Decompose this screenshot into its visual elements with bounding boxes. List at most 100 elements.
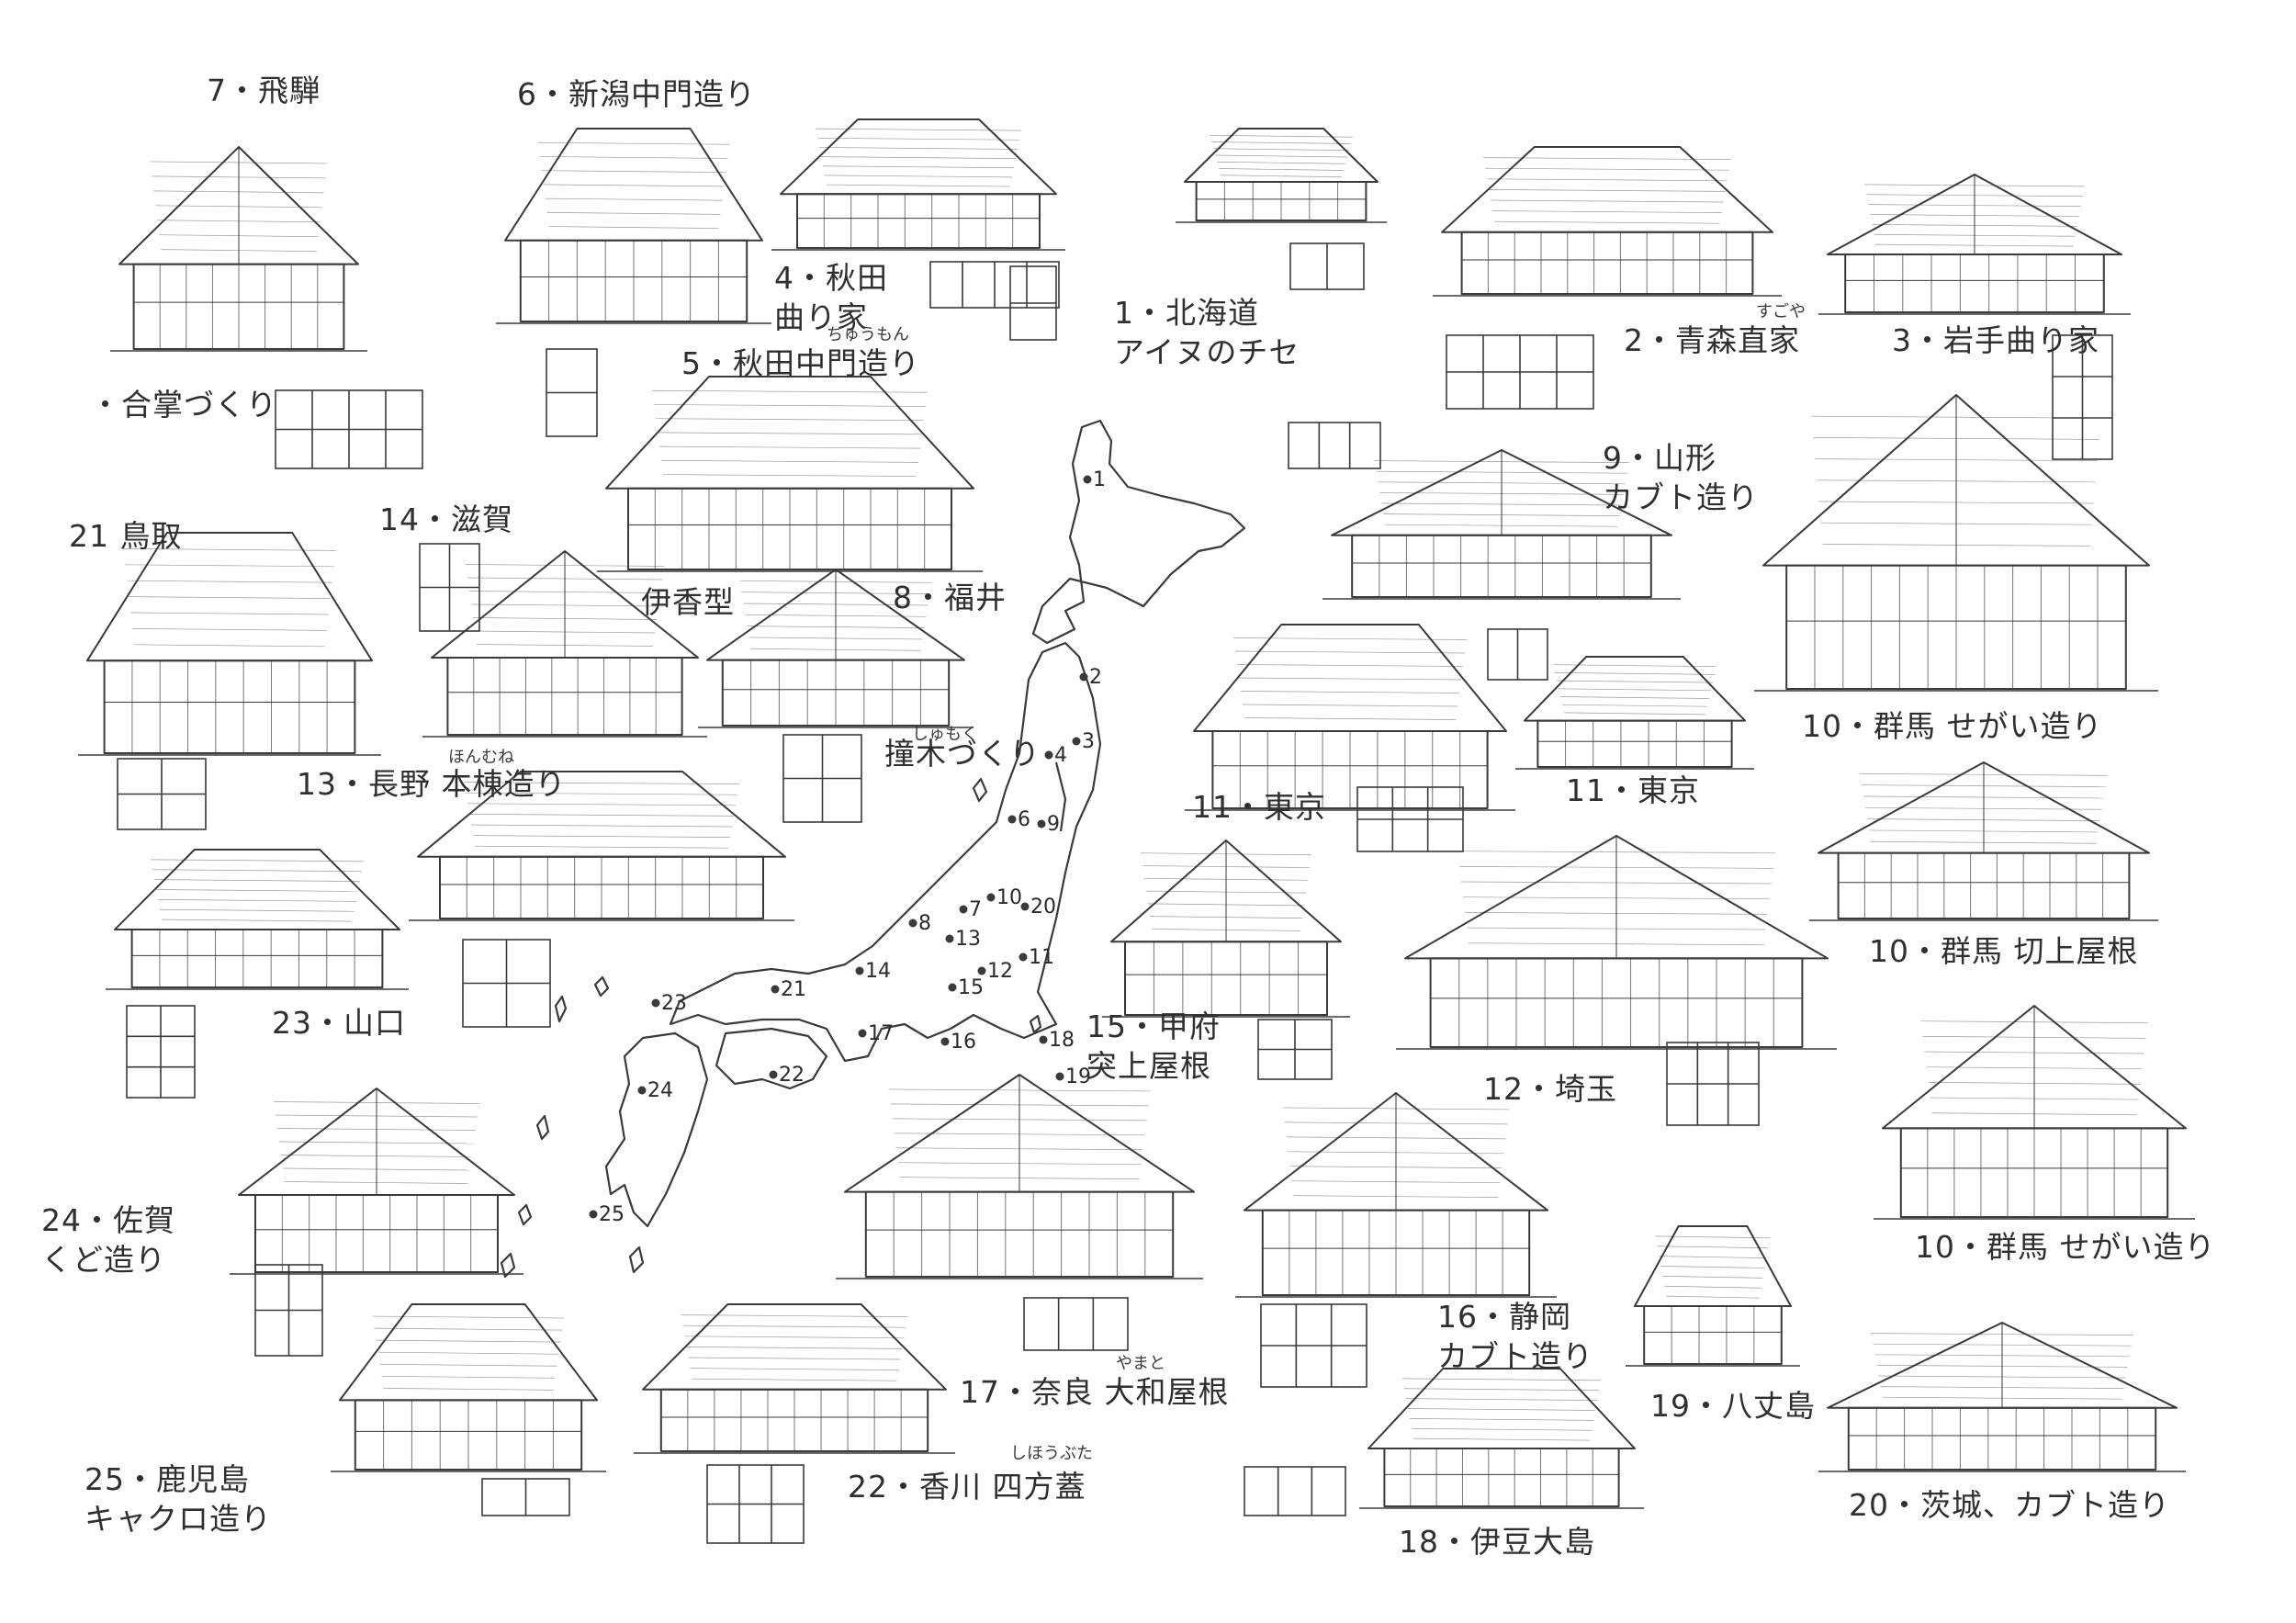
map-location-dot <box>1019 952 1028 962</box>
floor-plan <box>1666 1042 1760 1126</box>
floor-plan <box>1288 422 1381 469</box>
map-number: 10 <box>996 886 1022 909</box>
furigana: やまと <box>1116 1354 1165 1373</box>
floor-plan <box>275 389 423 469</box>
map-number: 6 <box>1018 808 1030 831</box>
label-hida: 7・飛騨 <box>207 73 321 108</box>
floor-plan <box>126 1005 196 1099</box>
label-ibaraki: 20・茨城、カブト造り <box>1849 1487 2170 1523</box>
map-number: 25 <box>599 1203 625 1226</box>
label-aomori: 2・青森直家 <box>1624 322 1800 358</box>
map-location-dot <box>589 1210 598 1219</box>
house-sketch <box>1754 394 2158 692</box>
floor-plan <box>254 1264 323 1357</box>
floor-plan <box>782 734 862 823</box>
honshu-outline <box>669 641 1102 1063</box>
house-sketch <box>1235 1092 1557 1298</box>
furigana: ほんむね <box>448 748 514 767</box>
house-sketch <box>1818 174 2131 315</box>
map-location-dot <box>948 983 957 992</box>
island-okinawa <box>628 1245 645 1274</box>
map-location-dot <box>1039 1035 1048 1044</box>
map-number: 21 <box>781 978 806 1001</box>
island-sado <box>972 777 988 803</box>
map-number: 16 <box>951 1031 976 1054</box>
map-location-dot <box>940 1037 950 1046</box>
map-number: 8 <box>918 912 931 935</box>
house-sketches <box>78 118 2195 1509</box>
house-sketch <box>106 849 409 990</box>
floor-plan <box>419 543 480 632</box>
floor-plan <box>1257 1019 1333 1080</box>
map-location-dot <box>986 893 996 902</box>
house-sketch <box>496 128 771 324</box>
label-yamaguchi: 23・山口 <box>272 1005 406 1041</box>
floor-plan <box>1446 334 1594 410</box>
map-location-dot <box>637 1086 647 1095</box>
map-number: 17 <box>868 1022 894 1045</box>
furigana: しゅもく <box>912 725 978 744</box>
map-location-dot <box>855 966 864 975</box>
label-ikagata: 伊香型 <box>641 584 735 620</box>
label-akita-magariya: 4・秋田 曲り家 <box>774 260 888 335</box>
label-gunma-segai-2: 10・群馬 せがい造り <box>1915 1229 2216 1265</box>
label-fukui: 8・福井 <box>893 580 1007 615</box>
house-sketch <box>422 550 707 738</box>
house-sketch <box>1102 840 1350 1018</box>
house-sketch <box>1874 1005 2195 1220</box>
map-location-dot <box>858 1029 867 1038</box>
house-sketch <box>698 569 974 728</box>
kyushu-outline <box>604 1031 709 1228</box>
map-location-dot <box>1079 672 1088 682</box>
floor-plan <box>929 261 1060 309</box>
map-location-dots <box>589 475 1092 1219</box>
house-sketch <box>230 1088 523 1275</box>
map-location-dot <box>771 985 780 994</box>
floor-plan <box>706 1464 805 1544</box>
house-sketch <box>1626 1225 1800 1367</box>
furigana: ちゅうもん <box>827 325 909 344</box>
label-shiga: 14・滋賀 <box>379 502 513 537</box>
label-nara: 17・奈良 大和屋根 <box>960 1374 1230 1410</box>
map-number: 23 <box>661 992 687 1015</box>
label-saitama: 12・埼玉 <box>1483 1071 1617 1107</box>
japan-map <box>500 419 1246 1279</box>
floor-plan <box>481 1478 570 1516</box>
map-location-dot <box>977 966 986 975</box>
label-yamagata: 9・山形 カブト造り <box>1603 440 1759 515</box>
map-location-dot <box>1055 1072 1064 1081</box>
map-number: 19 <box>1065 1065 1091 1088</box>
map-number: 11 <box>1029 946 1054 969</box>
house-sketch <box>1809 761 2158 921</box>
map-number: 4 <box>1054 744 1067 767</box>
map-number: 13 <box>955 928 981 951</box>
map-location-dot <box>908 919 917 928</box>
map-location-dot <box>1083 475 1092 484</box>
label-shizuoka: 16・静岡 カブト造り <box>1437 1299 1593 1374</box>
house-sketch <box>1322 449 1681 600</box>
map-number: 24 <box>647 1079 673 1102</box>
floor-plan <box>117 758 207 830</box>
house-sketch <box>409 771 794 921</box>
floor-plan <box>1023 1297 1129 1351</box>
house-sketch <box>1185 624 1515 811</box>
house-sketch <box>1396 835 1837 1050</box>
floor-plan <box>1260 1303 1367 1388</box>
label-fukui-shumoku: 撞木づくり <box>884 736 1041 772</box>
map-number: 14 <box>865 960 891 983</box>
floor-plan <box>1244 1466 1346 1516</box>
map-number: 2 <box>1089 666 1102 689</box>
label-gunma-segai-1: 10・群馬 せがい造り <box>1802 708 2103 744</box>
island-oki <box>593 975 610 997</box>
house-sketch <box>634 1303 955 1454</box>
map-number: 7 <box>969 898 982 921</box>
map-location-dot <box>1007 815 1017 824</box>
floor-plans <box>117 242 2113 1544</box>
map-number: 20 <box>1030 896 1056 919</box>
label-akita-chumon: 5・秋田中門造り <box>681 345 920 381</box>
floor-plan <box>1289 242 1365 290</box>
map-location-dot <box>1020 902 1030 911</box>
label-iwate: 3・岩手曲り家 <box>1892 322 2099 358</box>
island-tanegashima <box>535 1114 550 1141</box>
